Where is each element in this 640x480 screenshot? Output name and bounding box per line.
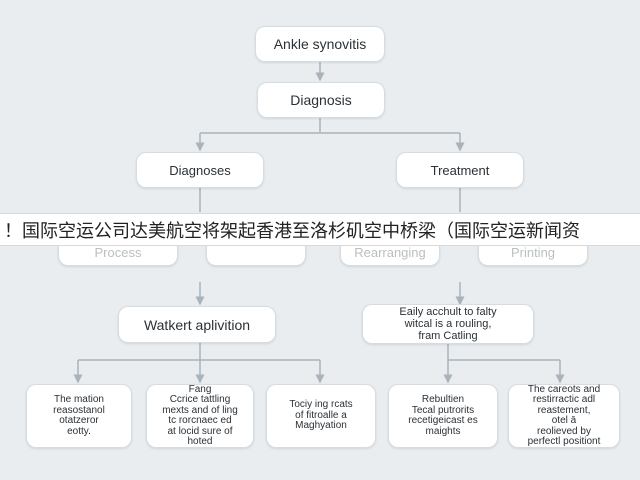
node-leaf-1: The mation reasostanol otatzeror eotty. [26, 384, 132, 448]
node-treatment: Treatment [396, 152, 524, 188]
overlay-news-banner: ！国际空运公司达美航空将架起香港至洛杉矶空中桥梁（国际空运新闻资 [0, 213, 640, 246]
node-diagnoses-label: Diagnoses [169, 162, 231, 178]
node-leaf-3-label: Tociy ing rcats of fitroalle a Maghyatio… [289, 399, 353, 432]
node-early-label: Eaily acchult to falty witcal is a rouli… [399, 306, 497, 342]
node-diagnosis-label: Diagnosis [290, 92, 352, 108]
node-rearranging-label: Rearranging [354, 244, 426, 260]
node-process-label: Process [94, 244, 142, 260]
node-leaf-2: Fang Ccrice tattling mexts and of ling t… [146, 384, 254, 448]
node-root: Ankle synovitis [255, 26, 385, 62]
node-leaf-5-label: The careots and restirractic adl reastem… [527, 383, 601, 447]
node-leaf-4-label: Rebultien Tecal putrorits recetigeicast … [408, 394, 478, 437]
node-watkert: Watkert aplivition [118, 306, 276, 343]
node-diagnoses: Diagnoses [136, 152, 264, 188]
node-treatment-label: Treatment [430, 162, 490, 178]
node-root-label: Ankle synovitis [273, 36, 367, 52]
node-watkert-label: Watkert aplivition [143, 316, 251, 333]
node-leaf-5: The careots and restirractic adl reastem… [508, 384, 620, 448]
node-leaf-3: Tociy ing rcats of fitroalle a Maghyatio… [266, 384, 376, 448]
overlay-news-banner-text: ！国际空运公司达美航空将架起香港至洛杉矶空中桥梁（国际空运新闻资 [4, 220, 580, 242]
node-leaf-4: Rebultien Tecal putrorits recetigeicast … [388, 384, 498, 448]
node-printing-label: Printing [510, 244, 556, 260]
node-leaf-1-label: The mation reasostanol otatzeror eotty. [53, 394, 105, 437]
node-leaf-2-label: Fang Ccrice tattling mexts and of ling t… [162, 383, 238, 447]
node-early: Eaily acchult to falty witcal is a rouli… [362, 304, 534, 344]
node-diagnosis: Diagnosis [257, 82, 385, 118]
